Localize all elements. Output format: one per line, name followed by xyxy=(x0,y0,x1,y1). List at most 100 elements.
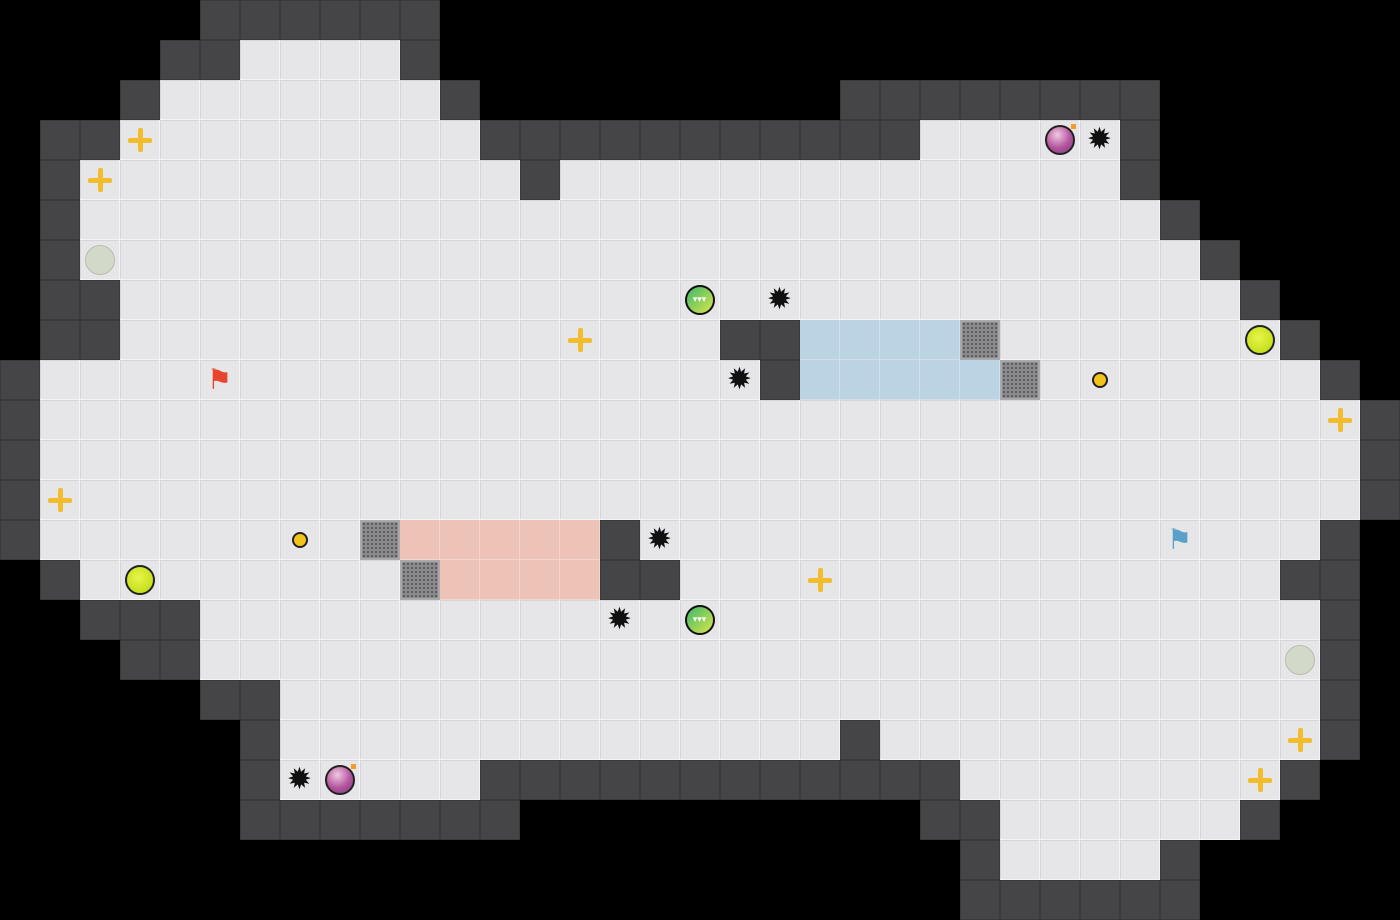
floor-tile xyxy=(880,720,920,760)
floor-tile xyxy=(1000,400,1040,440)
floor-tile xyxy=(400,400,440,440)
void-tile xyxy=(1240,840,1280,880)
floor-tile xyxy=(80,560,120,600)
floor-tile xyxy=(760,400,800,440)
floor-tile xyxy=(880,160,920,200)
floor-tile xyxy=(120,560,160,600)
floor-tile xyxy=(120,400,160,440)
void-tile xyxy=(1360,240,1400,280)
floor-tile xyxy=(1120,480,1160,520)
wall-tile xyxy=(960,80,1000,120)
floor-tile xyxy=(320,600,360,640)
floor-tile xyxy=(240,440,280,480)
floor-tile xyxy=(960,120,1000,160)
wall-tile xyxy=(80,280,120,320)
void-tile xyxy=(400,840,440,880)
void-tile xyxy=(920,0,960,40)
void-tile xyxy=(480,0,520,40)
void-tile xyxy=(880,800,920,840)
void-tile xyxy=(560,880,600,920)
floor-tile xyxy=(400,160,440,200)
void-tile xyxy=(680,800,720,840)
floor-tile xyxy=(80,360,120,400)
wall-tile xyxy=(520,760,560,800)
floor-tile xyxy=(160,160,200,200)
floor-tile xyxy=(1000,760,1040,800)
void-tile xyxy=(1040,40,1080,80)
floor-tile xyxy=(360,480,400,520)
floor-tile: ✹ xyxy=(600,600,640,640)
void-tile xyxy=(1240,240,1280,280)
floor-tile xyxy=(1040,560,1080,600)
inactive-powerup-icon xyxy=(1284,644,1315,675)
floor-tile xyxy=(600,280,640,320)
wall-tile xyxy=(560,760,600,800)
floor-tile xyxy=(1160,760,1200,800)
void-tile xyxy=(1080,40,1120,80)
floor-tile xyxy=(440,160,480,200)
floor-tile xyxy=(1200,480,1240,520)
floor-tile xyxy=(360,360,400,400)
floor-tile xyxy=(520,680,560,720)
void-tile xyxy=(160,880,200,920)
floor-tile xyxy=(1120,520,1160,560)
floor-tile xyxy=(1000,320,1040,360)
floor-tile xyxy=(840,200,880,240)
void-tile xyxy=(1360,320,1400,360)
floor-tile xyxy=(880,440,920,480)
blue-zone-tile xyxy=(800,320,840,360)
floor-tile xyxy=(640,320,680,360)
floor-tile xyxy=(1120,600,1160,640)
void-tile xyxy=(80,840,120,880)
wall-tile xyxy=(1320,560,1360,600)
floor-tile xyxy=(320,320,360,360)
floor-tile xyxy=(320,360,360,400)
floor-tile xyxy=(360,720,400,760)
floor-tile xyxy=(480,600,520,640)
void-tile xyxy=(0,160,40,200)
blue-zone-tile xyxy=(840,360,880,400)
void-tile xyxy=(1320,320,1360,360)
floor-tile xyxy=(1000,480,1040,520)
wall-tile xyxy=(840,80,880,120)
floor-tile xyxy=(1040,760,1080,800)
void-tile xyxy=(1360,880,1400,920)
blue-zone-tile xyxy=(880,360,920,400)
floor-tile xyxy=(160,280,200,320)
floor-tile xyxy=(360,400,400,440)
floor-tile xyxy=(1040,400,1080,440)
floor-tile xyxy=(280,40,320,80)
wall-tile xyxy=(720,320,760,360)
void-tile xyxy=(40,720,80,760)
floor-tile xyxy=(1280,400,1320,440)
floor-tile xyxy=(360,320,400,360)
wall-tile xyxy=(1000,880,1040,920)
floor-tile xyxy=(960,240,1000,280)
floor-tile xyxy=(440,360,480,400)
void-tile xyxy=(1000,0,1040,40)
void-tile xyxy=(840,840,880,880)
small-boost-icon xyxy=(1091,371,1108,388)
floor-tile xyxy=(1120,680,1160,720)
void-tile xyxy=(520,80,560,120)
floor-tile xyxy=(1120,560,1160,600)
wall-tile xyxy=(480,760,520,800)
floor-tile xyxy=(480,320,520,360)
wall-tile xyxy=(840,760,880,800)
floor-tile xyxy=(1120,840,1160,880)
wall-tile xyxy=(800,760,840,800)
wall-tile xyxy=(840,120,880,160)
void-tile xyxy=(1360,800,1400,840)
floor-tile xyxy=(960,480,1000,520)
floor-tile xyxy=(1080,640,1120,680)
floor-tile xyxy=(240,480,280,520)
floor-tile xyxy=(360,40,400,80)
void-tile xyxy=(680,0,720,40)
floor-tile xyxy=(560,280,600,320)
wall-tile xyxy=(1280,320,1320,360)
floor-tile xyxy=(720,400,760,440)
floor-tile xyxy=(280,640,320,680)
void-tile xyxy=(520,880,560,920)
void-tile xyxy=(720,0,760,40)
void-tile xyxy=(1240,880,1280,920)
